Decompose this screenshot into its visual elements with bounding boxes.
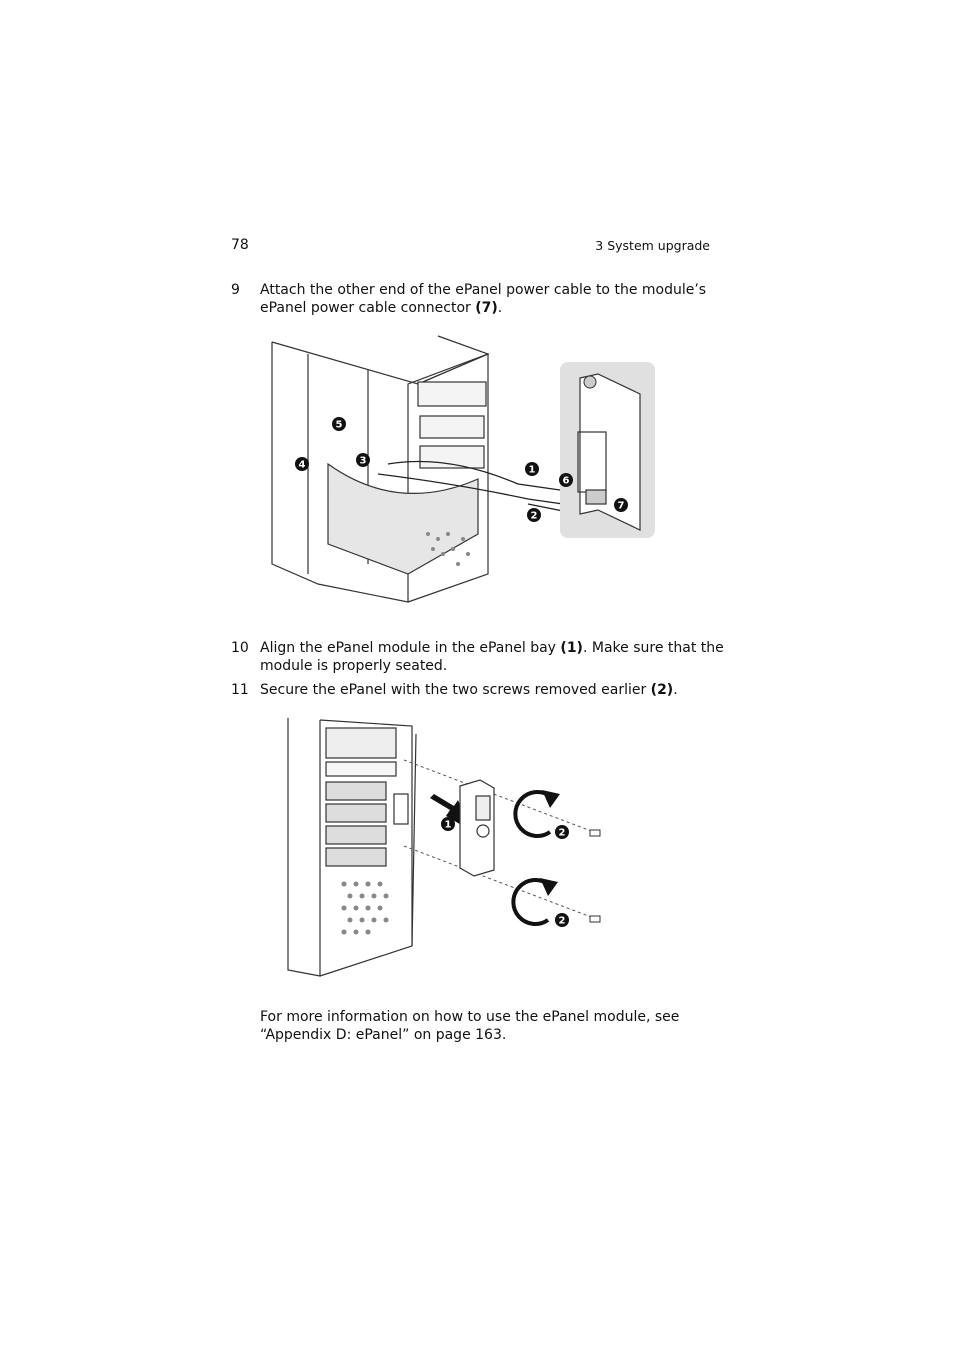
step-text-span: . Make sure that the xyxy=(582,640,724,656)
epanel-cable-figure: 1 2 3 4 5 6 7 xyxy=(271,335,655,603)
step-ref: (7) xyxy=(475,300,498,316)
step-line: Attach the other end of the ePanel power… xyxy=(260,282,707,298)
callout-label: 2 xyxy=(559,916,566,927)
note-line: For more information on how to use the e… xyxy=(260,1009,680,1025)
chapter-title: 3 System upgrade xyxy=(595,238,710,253)
step-text: Secure the ePanel with the two screws re… xyxy=(260,681,730,699)
step-number: 9 xyxy=(231,282,240,298)
step-number: 10 xyxy=(231,640,249,656)
step-text-span: Align the ePanel module in the ePanel ba… xyxy=(260,640,561,656)
step-ref: (1) xyxy=(560,640,583,656)
callout-label: 2 xyxy=(531,511,538,522)
callout-label: 6 xyxy=(563,476,570,487)
step-line: module is properly seated. xyxy=(260,658,448,674)
callout-label: 1 xyxy=(529,465,536,476)
step-ref: (2) xyxy=(650,682,674,698)
step-text-span: ePanel power cable connector xyxy=(260,300,476,316)
step-line: Secure the ePanel with the two screws re… xyxy=(260,681,730,699)
step-line: ePanel power cable connector (7). xyxy=(260,299,730,317)
step-text-span: . xyxy=(497,300,503,316)
callout-label: 4 xyxy=(299,460,306,471)
page-number: 78 xyxy=(231,237,249,253)
step-line: Align the ePanel module in the ePanel ba… xyxy=(260,639,730,657)
step-text-span: . xyxy=(673,682,678,698)
note-paragraph: For more information on how to use the e… xyxy=(260,1008,740,1044)
note-line: “Appendix D: ePanel” on page 163. xyxy=(260,1027,507,1043)
callout-label: 7 xyxy=(618,501,625,512)
step-text: Attach the other end of the ePanel power… xyxy=(260,281,730,317)
epanel-install-figure: 1 2 2 xyxy=(287,718,601,977)
callout-label: 1 xyxy=(445,820,452,831)
callout-label: 2 xyxy=(559,828,566,839)
callout-label: 3 xyxy=(360,456,367,467)
step-number: 11 xyxy=(231,682,249,698)
step-text: Align the ePanel module in the ePanel ba… xyxy=(260,639,730,675)
step-text-span: Secure the ePanel with the two screws re… xyxy=(260,682,651,698)
callout-label: 5 xyxy=(336,420,343,431)
